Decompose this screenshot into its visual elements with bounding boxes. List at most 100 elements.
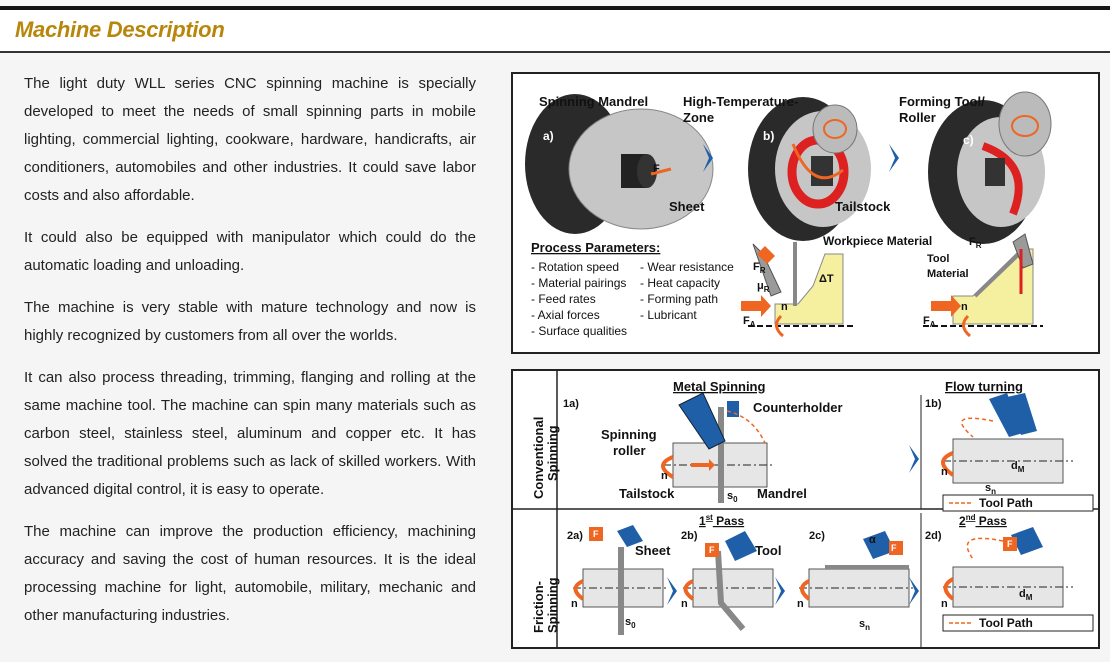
title-first-pass: 1st Pass <box>699 513 744 528</box>
label-fa-left: FA <box>743 315 756 329</box>
param-right-4: - Lubricant <box>640 308 697 322</box>
friction-2b-illustration <box>683 531 779 631</box>
param-right-3: - Forming path <box>640 292 718 306</box>
friction-2d-illustration <box>942 527 1094 632</box>
label-tailstock-2: Tailstock <box>619 486 675 501</box>
label-fr-left: FR <box>753 261 766 275</box>
step-2c: 2c) <box>809 530 825 542</box>
title-second-pass: 2nd Pass <box>959 513 1007 528</box>
label-fa-right: FA <box>923 315 936 329</box>
param-left-2: - Material pairings <box>531 276 626 290</box>
label-f-2d: F <box>1007 539 1013 549</box>
chevron-icon <box>667 577 677 605</box>
section-title: Machine Description <box>15 17 225 42</box>
label-force-f: F <box>653 163 660 175</box>
param-right-2: - Heat capacity <box>640 276 720 290</box>
param-left-4: - Axial forces <box>531 308 600 322</box>
label-dm-1b: dM <box>1011 460 1025 474</box>
label-sn-1b: sn <box>985 482 996 496</box>
step-1a: 1a) <box>563 398 579 410</box>
label-counterholder: Counterholder <box>753 400 843 415</box>
paragraph-3: The machine is very stable with mature t… <box>24 299 476 344</box>
label-forming-tool-1: Forming Tool/ <box>899 94 985 109</box>
label-f-2b: F <box>709 545 715 555</box>
stage-a-illustration <box>525 94 714 234</box>
chevron-icon <box>909 577 919 605</box>
paragraph-4: It can also process threading, trimming,… <box>24 369 476 498</box>
friction-2a-illustration <box>573 525 669 635</box>
legend-tool-path-1: Tool Path <box>979 496 1033 510</box>
label-forming-tool-2: Roller <box>899 110 936 125</box>
step-2d: 2d) <box>925 530 942 542</box>
label-tool: Tool <box>755 543 781 558</box>
label-n-2b: n <box>681 598 688 610</box>
label-high-temp-1: High-Temperature- <box>683 94 798 109</box>
paragraph-5: The machine can improve the production e… <box>24 523 476 624</box>
row-label-conventional-2: Spinning <box>545 425 560 481</box>
label-n-2d: n <box>941 598 948 610</box>
label-n-left: n <box>781 301 788 313</box>
title-flow-turning: Flow turning <box>945 379 1023 394</box>
step-2a: 2a) <box>567 530 583 542</box>
chevron-icon <box>703 144 713 172</box>
cross-section-right <box>923 233 1043 338</box>
label-spinning-roller-1: Spinning <box>601 427 657 442</box>
step-2b: 2b) <box>681 530 698 542</box>
chevron-icon <box>889 144 899 172</box>
process-diagram-svg: Spinning Mandrel a) F Sheet High-Tempera… <box>525 91 1052 338</box>
chevron-icon <box>775 577 785 605</box>
paragraph-1: The light duty WLL series CNC spinning m… <box>24 75 476 204</box>
param-left-5: - Surface qualities <box>531 324 627 338</box>
label-tool-material-2: Material <box>927 268 969 280</box>
label-mu: μR <box>757 280 770 294</box>
friction-2c-illustration <box>799 531 913 608</box>
label-sheet: Sheet <box>669 199 705 214</box>
label-delta-t: ΔT <box>819 273 834 285</box>
label-spinning-mandrel: Spinning Mandrel <box>539 94 648 109</box>
label-n-right: n <box>961 301 968 313</box>
spinning-types-svg: Conventional Spinning Friction- Spinning… <box>513 371 1098 647</box>
label-f-2a: F <box>593 529 599 539</box>
label-workpiece-material: Workpiece Material <box>823 234 932 248</box>
label-sn-2c: sn <box>859 618 870 632</box>
param-left-3: - Feed rates <box>531 292 596 306</box>
row-label-friction-2: Spinning <box>545 577 560 633</box>
process-parameters-title: Process Parameters: <box>531 240 660 255</box>
label-f-2c: F <box>891 543 897 553</box>
label-step-a: a) <box>543 129 554 143</box>
cross-section-left <box>741 242 853 338</box>
label-spinning-roller-2: roller <box>613 443 646 458</box>
top-rule <box>0 6 1110 10</box>
label-s0-2a: s0 <box>625 616 636 630</box>
row-label-conventional-1: Conventional <box>531 417 546 499</box>
stage-b-illustration <box>748 97 871 241</box>
conventional-illustration <box>661 392 773 503</box>
param-right-1: - Wear resistance <box>640 260 734 274</box>
figure-spinning-types: Conventional Spinning Friction- Spinning… <box>511 369 1100 649</box>
description-column: The light duty WLL series CNC spinning m… <box>24 70 476 644</box>
title-metal-spinning: Metal Spinning <box>673 379 766 394</box>
label-n-2a: n <box>571 598 578 610</box>
label-mandrel: Mandrel <box>757 486 807 501</box>
label-n-1b: n <box>941 466 948 478</box>
param-left-1: - Rotation speed <box>531 260 619 274</box>
flow-turning-illustration <box>941 393 1094 512</box>
label-tool-material-1: Tool <box>927 253 949 265</box>
paragraph-2: It could also be equipped with manipulat… <box>24 229 476 274</box>
label-high-temp-2: Zone <box>683 110 714 125</box>
label-n-2c: n <box>797 598 804 610</box>
label-sheet-2: Sheet <box>635 543 671 558</box>
label-alpha: α <box>869 534 876 546</box>
label-fr-right: FR <box>969 236 982 250</box>
label-dm-2d: dM <box>1019 588 1033 602</box>
chevron-icon <box>909 445 919 473</box>
label-step-b: b) <box>763 129 774 143</box>
legend-tool-path-2: Tool Path <box>979 616 1033 630</box>
section-header: Machine Description <box>0 10 1110 53</box>
label-n-1a: n <box>661 470 668 482</box>
label-step-c: c) <box>963 133 974 147</box>
label-s0-1a: s0 <box>727 490 738 504</box>
figure-process-diagram: Spinning Mandrel a) F Sheet High-Tempera… <box>511 72 1100 354</box>
step-1b: 1b) <box>925 398 942 410</box>
label-tailstock: Tailstock <box>835 199 891 214</box>
